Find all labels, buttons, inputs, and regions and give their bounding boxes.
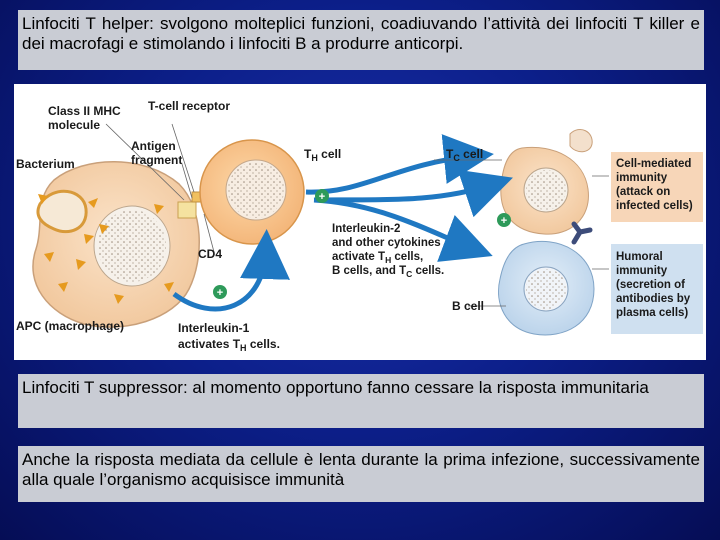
label-class2-l1: Class II MHC xyxy=(48,104,121,118)
arrow-th-to-tc-2 xyxy=(313,169,513,218)
label-antigen-l2: fragment xyxy=(131,153,182,167)
top-text-box: Linfociti T helper: svolgono molteplici … xyxy=(18,10,704,70)
top-text: Linfociti T helper: svolgono molteplici … xyxy=(22,14,700,53)
bacterium xyxy=(36,189,88,234)
arrow-th-to-b xyxy=(313,197,493,262)
bottom-text-box: Anche la risposta mediata da cellule è l… xyxy=(18,446,704,502)
svg-text:immunity: immunity xyxy=(616,265,668,277)
svg-text:immunity: immunity xyxy=(616,172,668,184)
label-antigen-l1: Antigen xyxy=(131,139,176,153)
label-tcr: T-cell receptor xyxy=(148,99,230,113)
svg-text:+: + xyxy=(501,215,507,227)
svg-text:(attack on: (attack on xyxy=(616,186,670,198)
svg-text:B cells, and TC cells.: B cells, and TC cells. xyxy=(332,265,444,279)
label-tc-cell: TC cell xyxy=(446,147,483,163)
svg-text:Cell-mediated: Cell-mediated xyxy=(616,158,691,170)
svg-text:infected cells): infected cells) xyxy=(616,200,693,212)
bottom-text: Anche la risposta mediata da cellule è l… xyxy=(22,450,700,489)
label-humoral: Humoral immunity (secretion of antibodie… xyxy=(616,251,691,319)
label-b-cell: B cell xyxy=(452,299,484,313)
plus-badges: + + + xyxy=(213,189,511,299)
label-bacterium: Bacterium xyxy=(16,157,75,171)
svg-text:and other cytokines: and other cytokines xyxy=(332,237,441,249)
svg-text:antibodies by: antibodies by xyxy=(616,293,691,305)
label-il2: Interleukin-2 and other cytokines activa… xyxy=(332,223,444,279)
humoral-box xyxy=(611,244,703,334)
svg-text:activate TH cells,: activate TH cells, xyxy=(332,251,423,265)
svg-text:activates TH cells.: activates TH cells. xyxy=(178,337,280,353)
label-th-cell: TH cell xyxy=(304,147,341,163)
svg-text:+: + xyxy=(217,287,223,299)
immune-response-diagram: + + + Class II MHC molecule T-cell recep… xyxy=(14,84,706,360)
svg-text:Interleukin-2: Interleukin-2 xyxy=(332,223,400,235)
label-class2-l2: molecule xyxy=(48,118,100,132)
label-cell-mediated: Cell-mediated immunity (attack on infect… xyxy=(616,158,693,212)
svg-text:+: + xyxy=(319,191,325,203)
svg-text:plasma cells): plasma cells) xyxy=(616,307,688,319)
middle-text-box: Linfociti T suppressor: al momento oppor… xyxy=(18,374,704,428)
antigen-fragments xyxy=(38,194,174,304)
arrow-th-to-tc xyxy=(305,134,494,195)
label-il1: Interleukin-1 activates TH cells. xyxy=(178,321,280,353)
svg-text:Humoral: Humoral xyxy=(616,251,663,263)
arrow-apc-to-th xyxy=(172,229,290,312)
label-apc: APC (macrophage) xyxy=(16,319,124,333)
svg-text:(secretion of: (secretion of xyxy=(616,279,685,291)
label-cd4: CD4 xyxy=(198,247,222,261)
cell-mediated-box xyxy=(611,152,703,222)
middle-text: Linfociti T suppressor: al momento oppor… xyxy=(22,378,649,397)
svg-text:Interleukin-1: Interleukin-1 xyxy=(178,321,250,335)
